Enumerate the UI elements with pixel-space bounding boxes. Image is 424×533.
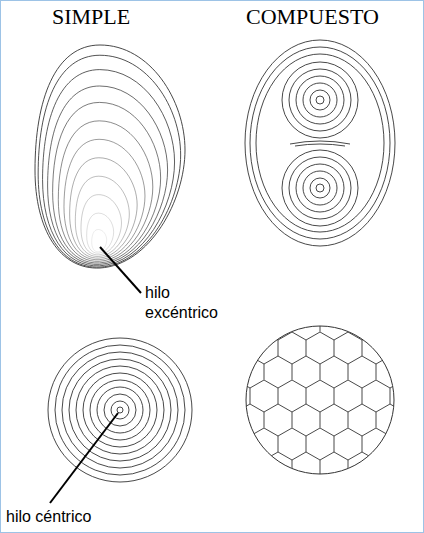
ring [90, 380, 150, 440]
ring [303, 83, 337, 117]
ring [55, 345, 185, 475]
compound-cells-grain [246, 326, 394, 474]
ring [296, 164, 344, 212]
centric-grain [48, 338, 192, 482]
ring [111, 401, 129, 419]
part-label: hilo excéntrico [145, 283, 237, 323]
ring [83, 373, 157, 447]
ring [97, 387, 143, 433]
ring [38, 55, 181, 267]
column-heading: COMPUESTO [246, 4, 379, 30]
hilum [316, 96, 324, 104]
ring [64, 139, 145, 259]
ring [35, 45, 185, 268]
ring [81, 195, 122, 255]
hilum [117, 407, 123, 413]
ring [48, 86, 168, 264]
ring [296, 76, 344, 124]
ring [310, 90, 330, 110]
ring [289, 69, 351, 131]
ring [62, 352, 178, 468]
ring [92, 230, 107, 252]
ring [48, 338, 192, 482]
ring [104, 394, 136, 426]
ring [282, 62, 358, 138]
ring [43, 70, 175, 266]
ring [250, 47, 390, 239]
cells [246, 326, 394, 474]
ring [310, 178, 330, 198]
ring [76, 366, 164, 454]
ring [58, 121, 153, 262]
eccentric-grain [35, 45, 185, 268]
outline [246, 326, 394, 474]
ring [289, 157, 351, 219]
ring [282, 150, 358, 226]
column-heading: SIMPLE [52, 4, 130, 30]
ring [245, 40, 395, 246]
part-label: hilo céntrico [6, 507, 91, 527]
junction [290, 141, 350, 146]
compound-grain [245, 40, 395, 246]
ring [75, 176, 129, 256]
ring [70, 158, 137, 258]
leader-line [50, 413, 118, 503]
ring [69, 359, 171, 461]
leader-line [100, 247, 141, 293]
hilum [316, 184, 324, 192]
ring [53, 102, 161, 263]
ring [303, 171, 337, 205]
ring [256, 54, 384, 232]
